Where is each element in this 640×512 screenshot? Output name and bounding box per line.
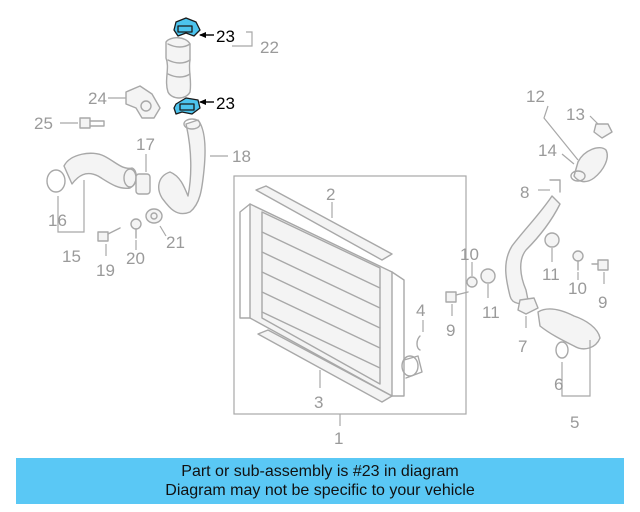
- callout-10-right[interactable]: 10: [568, 279, 587, 298]
- callout-13[interactable]: 13: [566, 105, 585, 124]
- bolt-25: [79, 117, 105, 129]
- seal-strip-3: [257, 329, 393, 403]
- callout-22[interactable]: 22: [260, 38, 279, 57]
- grommet-21: [145, 208, 163, 224]
- bolt-9-center: [445, 291, 469, 303]
- bolt-10-right: [572, 250, 584, 271]
- hose-14: [570, 146, 608, 183]
- clamp-7: [517, 297, 539, 315]
- hose-22: [165, 37, 192, 99]
- callout-14[interactable]: 14: [538, 141, 557, 160]
- leader-23-lower-arrow: [199, 99, 206, 105]
- leader-21: [159, 225, 167, 237]
- hose-15: [46, 152, 137, 193]
- callout-8[interactable]: 8: [520, 183, 529, 202]
- pipe-18: [158, 118, 206, 215]
- callout-15[interactable]: 15: [62, 247, 81, 266]
- callout-23-upper[interactable]: 23: [216, 27, 235, 46]
- callout-9-center[interactable]: 9: [446, 321, 455, 340]
- callout-20[interactable]: 20: [126, 249, 145, 268]
- banner-line-2: Diagram may not be specific to your vehi…: [165, 482, 475, 499]
- leader-13: [589, 115, 599, 125]
- bolt-9-right: [591, 259, 609, 271]
- callout-12[interactable]: 12: [526, 87, 545, 106]
- clamp-upper[interactable]: [173, 17, 201, 37]
- leader-23-upper-arrow: [199, 32, 206, 38]
- hose-5: [537, 308, 601, 359]
- callout-25[interactable]: 25: [34, 114, 53, 133]
- callout-11-right[interactable]: 11: [542, 265, 560, 284]
- grommet-11-right: [544, 232, 560, 248]
- bolt-10-center: [466, 276, 478, 288]
- callout-17[interactable]: 17: [136, 135, 155, 154]
- bolt-19: [97, 227, 121, 242]
- callout-4[interactable]: 4: [416, 301, 425, 320]
- info-banner: Part or sub-assembly is #23 in diagram D…: [16, 458, 624, 504]
- leader-22: [232, 31, 253, 47]
- clamp-13: [593, 123, 613, 139]
- callout-11-center[interactable]: 11: [482, 303, 500, 322]
- callout-2[interactable]: 2: [326, 185, 335, 204]
- bolt-20: [130, 218, 142, 239]
- callout-21[interactable]: 21: [166, 233, 185, 252]
- clamp-17: [135, 173, 151, 195]
- leader-12: [543, 105, 579, 161]
- callout-19[interactable]: 19: [96, 261, 115, 280]
- callout-23-lower[interactable]: 23: [216, 94, 235, 113]
- seal-strip-2: [255, 185, 393, 261]
- banner-line-1: Part or sub-assembly is #23 in diagram: [181, 463, 459, 480]
- leader-14: [561, 153, 575, 165]
- callout-3[interactable]: 3: [314, 393, 323, 412]
- grommet-11-center: [480, 268, 496, 284]
- clamp-lower[interactable]: [173, 97, 201, 115]
- callout-10-center[interactable]: 10: [460, 245, 479, 264]
- callout-16[interactable]: 16: [48, 211, 67, 230]
- callout-6[interactable]: 6: [554, 375, 563, 394]
- seal-4: [416, 335, 421, 351]
- callout-5[interactable]: 5: [570, 413, 579, 432]
- callout-24[interactable]: 24: [88, 89, 107, 108]
- callout-1[interactable]: 1: [334, 429, 343, 448]
- callout-9-right[interactable]: 9: [598, 293, 607, 312]
- leader-15-16: [57, 180, 85, 233]
- assembly-box-1: [233, 175, 467, 415]
- intercooler-core: [239, 203, 423, 397]
- callout-7[interactable]: 7: [518, 337, 527, 356]
- sensor-24: [125, 85, 161, 119]
- callout-18[interactable]: 18: [232, 147, 251, 166]
- leader-5-6: [561, 340, 591, 397]
